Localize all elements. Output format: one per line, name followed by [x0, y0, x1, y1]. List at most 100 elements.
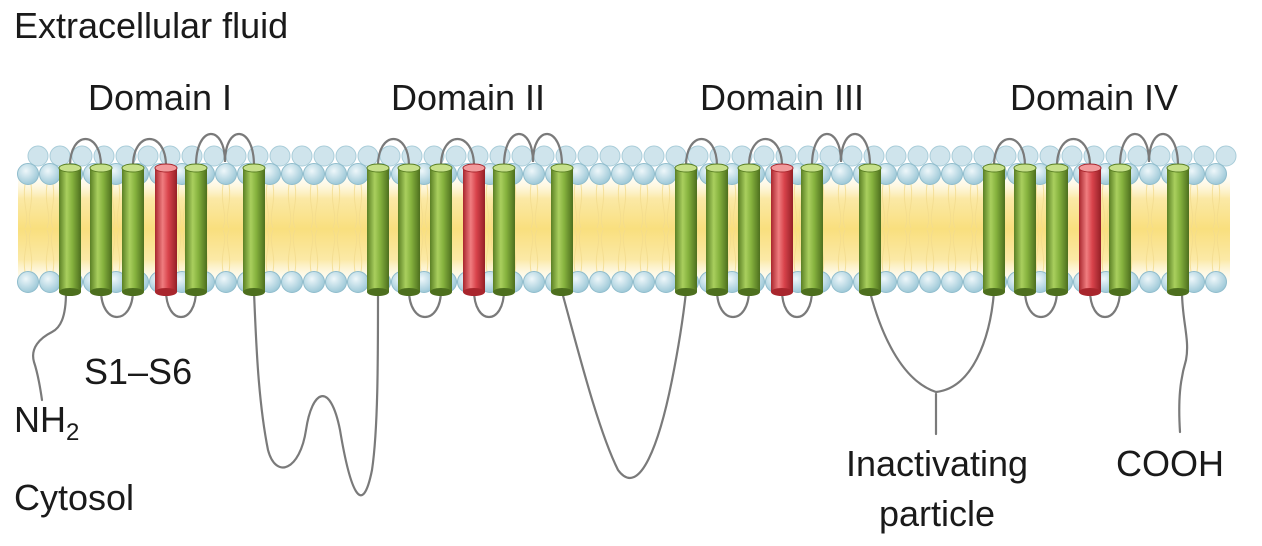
- helix-body: [493, 168, 515, 292]
- lipid-tail: [925, 229, 935, 273]
- intracellular-loop: [715, 288, 751, 318]
- lipid-tail: [309, 183, 319, 229]
- lipid-tail: [1035, 183, 1045, 229]
- helix-bottom: [59, 288, 81, 296]
- helix-top: [242, 163, 266, 173]
- domain-3-segment-s1: [674, 163, 698, 296]
- lipid-tail: [881, 229, 891, 273]
- lipid-tail: [265, 229, 275, 273]
- lipid-tail: [23, 183, 33, 229]
- lipid-head: [1205, 271, 1227, 293]
- lipid-tail: [573, 183, 583, 229]
- domain-1-segment-s6: [242, 163, 266, 296]
- lipid-tail: [287, 183, 297, 229]
- extracellular-label: Extracellular fluid: [14, 5, 289, 46]
- lipid-head: [611, 163, 633, 185]
- lipid-head: [137, 145, 159, 167]
- lipid-tail: [353, 183, 363, 229]
- lipid-head: [577, 145, 599, 167]
- linker-iii-iv: [868, 290, 996, 394]
- lipid-tail: [639, 229, 649, 273]
- transmembrane-helices: [58, 163, 1190, 296]
- helix-top: [705, 163, 729, 173]
- lipid-tail: [309, 229, 319, 273]
- lipid-head: [27, 145, 49, 167]
- lipid-tail: [1145, 229, 1155, 273]
- helix-body: [1109, 168, 1131, 292]
- helix-bottom: [675, 288, 697, 296]
- lipid-tail: [529, 183, 539, 229]
- helix-body: [122, 168, 144, 292]
- helix-bottom: [983, 288, 1005, 296]
- domain-3-segment-s5: [800, 163, 824, 296]
- lipid-head: [1205, 163, 1227, 185]
- domain-4-segment-s4: [1078, 163, 1102, 296]
- helix-body: [771, 168, 793, 292]
- lipid-head: [1193, 145, 1215, 167]
- helix-body: [859, 168, 881, 292]
- protein-loops: [32, 290, 1189, 497]
- domain-1-segment-s4: [154, 163, 178, 296]
- helix-body: [59, 168, 81, 292]
- domain-label-4: Domain IV: [1009, 77, 1179, 118]
- lipid-tail: [1211, 229, 1221, 273]
- lipid-head: [919, 271, 941, 293]
- lipid-head: [907, 145, 929, 167]
- helix-top: [366, 163, 390, 173]
- extracellular-loop: [131, 138, 168, 168]
- helix-top: [121, 163, 145, 173]
- helix-body: [463, 168, 485, 292]
- helix-top: [1166, 163, 1190, 173]
- lipid-head: [633, 271, 655, 293]
- domain-3-segment-s4: [770, 163, 794, 296]
- lipid-head: [511, 145, 533, 167]
- nh-subscript: 2: [66, 419, 80, 446]
- domain-4-segment-s1: [982, 163, 1006, 296]
- helix-body: [675, 168, 697, 292]
- intracellular-loop: [407, 288, 443, 318]
- helix-bottom: [859, 288, 881, 296]
- helix-bottom: [185, 288, 207, 296]
- helix-top: [154, 163, 178, 173]
- domain-2-segment-s5: [492, 163, 516, 296]
- lipid-tail: [595, 183, 605, 229]
- helix-body: [243, 168, 265, 292]
- lipid-head: [643, 145, 665, 167]
- extracellular-loop: [1055, 138, 1092, 168]
- lipid-head: [203, 145, 225, 167]
- lipid-head: [929, 145, 951, 167]
- lipid-head: [753, 145, 775, 167]
- domain-2-segment-s3: [429, 163, 453, 296]
- domain-4-segment-s6: [1166, 163, 1190, 296]
- helix-body: [801, 168, 823, 292]
- domain-1-segment-s1: [58, 163, 82, 296]
- lipid-head: [951, 145, 973, 167]
- lipid-head: [523, 271, 545, 293]
- inactivating-label-line1: Inactivating: [845, 443, 1029, 484]
- helix-bottom: [90, 288, 112, 296]
- helix-body: [738, 168, 760, 292]
- helix-top: [1013, 163, 1037, 173]
- helix-body: [398, 168, 420, 292]
- lipid-head: [665, 145, 687, 167]
- domain-3-segment-s6: [858, 163, 882, 296]
- lipid-tail: [903, 183, 913, 229]
- lipid-head: [973, 145, 995, 167]
- lipid-head: [379, 145, 401, 167]
- domain-3-segment-s2: [705, 163, 729, 296]
- p-loop: [194, 133, 256, 168]
- domain-4-segment-s2: [1013, 163, 1037, 296]
- lipid-head: [963, 271, 985, 293]
- domain-2-segment-s6: [550, 163, 574, 296]
- linker-i-ii: [252, 290, 380, 497]
- lipid-tail: [419, 229, 429, 273]
- domain-1-segment-s2: [89, 163, 113, 296]
- lipid-tail: [1211, 183, 1221, 229]
- lipid-tail: [419, 183, 429, 229]
- lipid-head: [17, 271, 39, 293]
- lipid-tail: [617, 229, 627, 273]
- lipid-head: [831, 271, 853, 293]
- lipid-tail: [727, 183, 737, 229]
- helix-top: [800, 163, 824, 173]
